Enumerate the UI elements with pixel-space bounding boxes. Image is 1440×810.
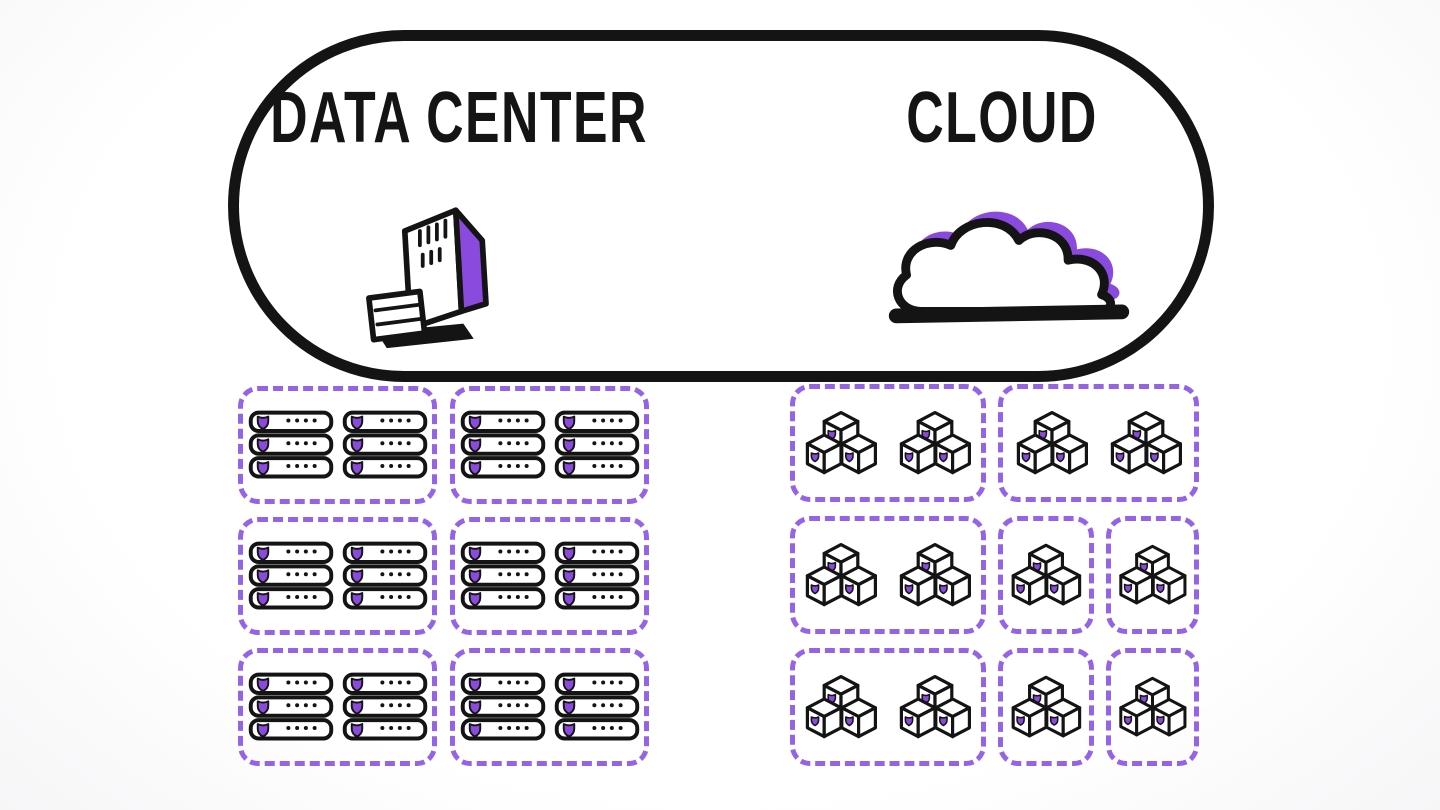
cube-cluster-icon xyxy=(1110,411,1182,475)
shield-icon xyxy=(256,415,269,476)
cloud-instance-group xyxy=(998,384,1199,502)
shield-icon xyxy=(1049,716,1059,726)
shield-icon xyxy=(939,584,948,595)
cube-cluster-icon xyxy=(805,543,877,607)
server-rack-icon xyxy=(460,672,545,741)
server-rack-icon xyxy=(460,410,545,479)
cube-cluster-icon xyxy=(899,543,971,607)
datacenter-rack-group xyxy=(450,386,649,504)
datacenter-rack-group xyxy=(450,517,649,635)
server-led-dots xyxy=(591,549,623,600)
cube-cluster-icon xyxy=(805,675,877,739)
cloud-grid xyxy=(790,384,1199,766)
datacenter-rack-group xyxy=(450,648,649,766)
datacenter-grid xyxy=(238,386,649,766)
cloud-instance-group xyxy=(1106,648,1199,766)
server-rack-icon xyxy=(554,541,639,610)
shield-icon xyxy=(350,415,363,476)
cloud-label: CLOUD xyxy=(906,78,1098,158)
cube-cluster-icon xyxy=(1011,543,1082,606)
shield-icon xyxy=(1123,583,1133,594)
shield-icon xyxy=(845,716,854,727)
shield-icon xyxy=(1016,716,1025,726)
shield-icon xyxy=(256,677,269,738)
server-rack-icon xyxy=(342,410,427,479)
shield-icon xyxy=(1016,584,1025,594)
cloud-instance-group xyxy=(998,516,1094,634)
shield-icon xyxy=(1123,715,1133,726)
server-led-dots xyxy=(497,680,529,731)
shield-icon xyxy=(1021,452,1030,463)
datacenter-rack-group xyxy=(238,648,437,766)
shield-icon xyxy=(1156,715,1165,726)
cube-cluster-icon xyxy=(1016,411,1088,475)
shield-icon xyxy=(1156,583,1165,594)
server-led-dots xyxy=(285,680,317,731)
data-center-label: DATA CENTER xyxy=(270,78,648,158)
cube-cluster-icon xyxy=(899,411,971,475)
shield-icon xyxy=(468,415,481,476)
server-led-dots xyxy=(497,418,529,469)
shield-icon xyxy=(562,677,575,738)
server-led-dots xyxy=(379,680,411,731)
data-center-building-icon xyxy=(366,207,489,349)
building-window-dashes xyxy=(418,218,448,268)
shield-icon xyxy=(810,452,820,463)
server-led-dots xyxy=(591,680,623,731)
server-led-dots xyxy=(591,418,623,469)
shield-icon xyxy=(810,584,820,595)
server-led-dots xyxy=(379,549,411,600)
datacenter-rack-group xyxy=(238,517,437,635)
cloud-instance-group xyxy=(998,648,1094,766)
cloud-icon xyxy=(888,211,1130,324)
server-rack-icon xyxy=(248,410,333,479)
server-rack-icon xyxy=(248,541,333,610)
shield-icon xyxy=(1055,452,1065,463)
shield-icon xyxy=(562,415,575,476)
server-led-dots xyxy=(497,549,529,600)
shield-icon xyxy=(904,452,914,463)
shield-icon xyxy=(562,546,575,607)
server-rack-icon xyxy=(342,541,427,610)
server-rack-icon xyxy=(248,672,333,741)
server-led-dots xyxy=(285,549,317,600)
shield-icon xyxy=(904,584,914,595)
shield-icon xyxy=(350,677,363,738)
shield-icon xyxy=(350,546,363,607)
server-rack-icon xyxy=(460,541,545,610)
comparison-panel: DATA CENTER CLOUD xyxy=(228,30,1214,382)
shield-icon xyxy=(1149,452,1159,463)
cloud-instance-group xyxy=(790,384,986,502)
shield-icon xyxy=(468,546,481,607)
server-rack-icon xyxy=(342,672,427,741)
server-led-dots xyxy=(285,418,317,469)
cloud-instance-group xyxy=(1106,516,1199,634)
cube-cluster-icon xyxy=(899,675,971,739)
shield-icon xyxy=(810,716,820,727)
shield-icon xyxy=(468,677,481,738)
shield-icon xyxy=(939,452,948,463)
shield-icon xyxy=(845,584,854,595)
shield-icon xyxy=(845,452,854,463)
shield-icon xyxy=(1049,584,1059,594)
server-led-dots xyxy=(379,418,411,469)
cube-cluster-icon xyxy=(1119,544,1187,605)
shield-icon xyxy=(904,716,914,727)
shield-icon xyxy=(256,546,269,607)
cube-cluster-icon xyxy=(1011,675,1082,738)
cube-cluster-icon xyxy=(1119,676,1187,737)
server-rack-icon xyxy=(554,672,639,741)
cloud-instance-group xyxy=(790,648,986,766)
cube-cluster-icon xyxy=(805,411,877,475)
server-rack-icon xyxy=(554,410,639,479)
shield-icon xyxy=(1115,452,1124,463)
cloud-instance-group xyxy=(790,516,986,634)
datacenter-rack-group xyxy=(238,386,437,504)
shield-icon xyxy=(939,716,948,727)
